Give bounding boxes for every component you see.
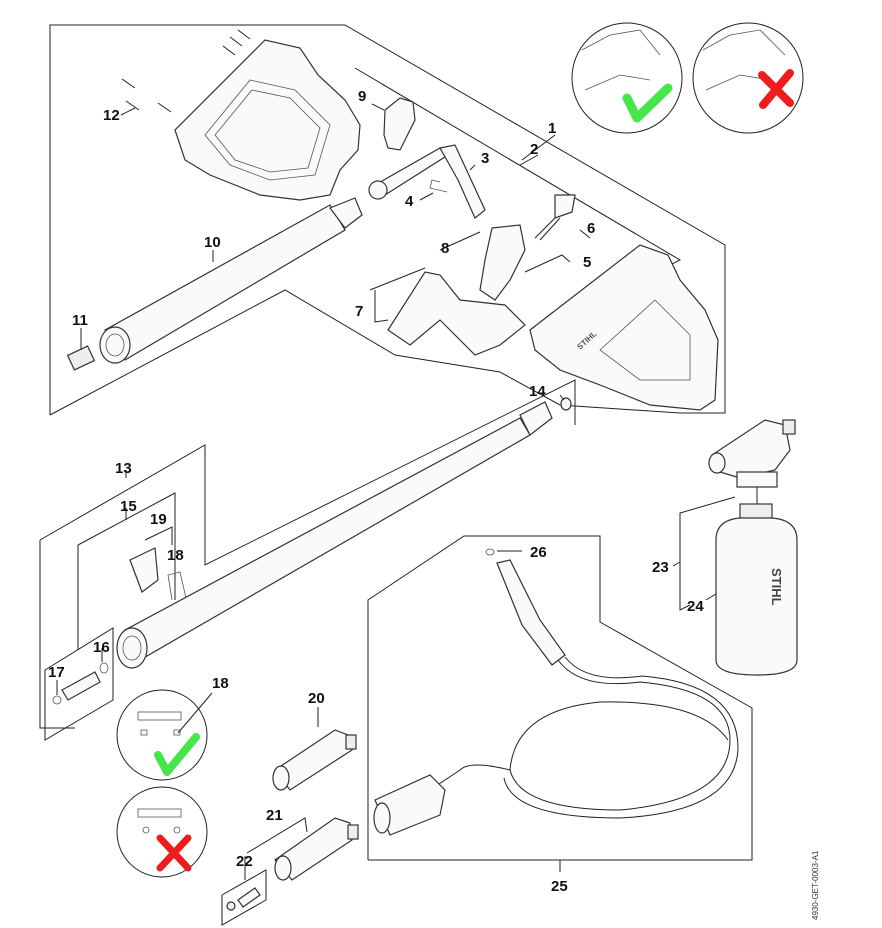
callout-6: 6 (587, 220, 595, 237)
detail-housing-correct (571, 22, 683, 134)
foam-group-bracket (679, 496, 736, 611)
detail-housing-wrong (692, 22, 804, 134)
callout-26: 26 (530, 544, 547, 561)
detail-spring-wrong (116, 786, 208, 878)
callout-16: 16 (93, 639, 110, 656)
valve-part (479, 224, 526, 301)
repair-kit-frame (44, 627, 114, 741)
callout-17: 17 (48, 664, 65, 681)
callout-24: 24 (687, 598, 704, 615)
screws-part (121, 29, 251, 113)
callout-15: 15 (120, 498, 137, 515)
callout-7: 7 (355, 303, 363, 320)
cross-mark-icon (156, 834, 192, 872)
callout-19: 19 (150, 511, 167, 528)
lance-group-frame (39, 379, 576, 729)
nozzle-insert-frame (221, 817, 308, 926)
clip-part (429, 179, 448, 193)
callout-25: 25 (551, 878, 568, 895)
callout-13: 13 (115, 460, 132, 477)
callout-23: 23 (652, 559, 669, 576)
callout-labels: 1 2 3 4 5 6 7 8 9 10 11 12 13 14 15 16 1… (48, 88, 704, 895)
cross-mark-icon (758, 69, 794, 109)
callout-21: 21 (266, 807, 283, 824)
callout-10: 10 (204, 234, 221, 251)
housing-half-part (174, 39, 361, 201)
lance-part (116, 397, 572, 669)
retaining-spring-part (167, 571, 187, 601)
callout-4: 4 (405, 193, 414, 210)
lance-sleeve-part (99, 197, 363, 364)
callout-9: 9 (358, 88, 366, 105)
callout-2: 2 (530, 141, 538, 158)
callout-3: 3 (481, 150, 489, 167)
spring-part (66, 345, 96, 371)
leader-lines (56, 103, 717, 880)
detergent-bottle-part: STIHL (715, 503, 798, 676)
check-mark-icon (622, 83, 673, 123)
trigger-lock-part (534, 194, 576, 241)
flat-jet-nozzle-part (272, 729, 357, 791)
callout-11: 11 (72, 312, 88, 329)
callout-12: 12 (103, 107, 120, 124)
callout-18: 18 (167, 547, 184, 564)
callout-18-detail: 18 (212, 675, 229, 692)
rotary-nozzle-part (274, 817, 359, 881)
callout-8: 8 (441, 240, 449, 257)
callout-22: 22 (236, 853, 253, 870)
high-pressure-tube-part (368, 144, 486, 219)
callout-14: 14 (529, 383, 546, 400)
detail-spring-correct (116, 689, 213, 781)
check-mark-icon (154, 733, 200, 776)
callout-20: 20 (308, 690, 325, 707)
callout-1: 1 (548, 120, 556, 137)
locking-slide-part (129, 547, 159, 593)
swivel-joint-part (383, 97, 416, 151)
foam-sprayer-part (708, 419, 796, 505)
callout-5: 5 (583, 254, 591, 271)
hose-group-frame (367, 535, 753, 872)
gun-handle-part: STIHL (529, 244, 719, 411)
document-id: 4930-GET-0003-A1 (811, 850, 820, 920)
bottle-brand-label: STIHL (769, 568, 784, 606)
trigger-part (387, 271, 526, 356)
high-pressure-hose-part (373, 548, 739, 836)
